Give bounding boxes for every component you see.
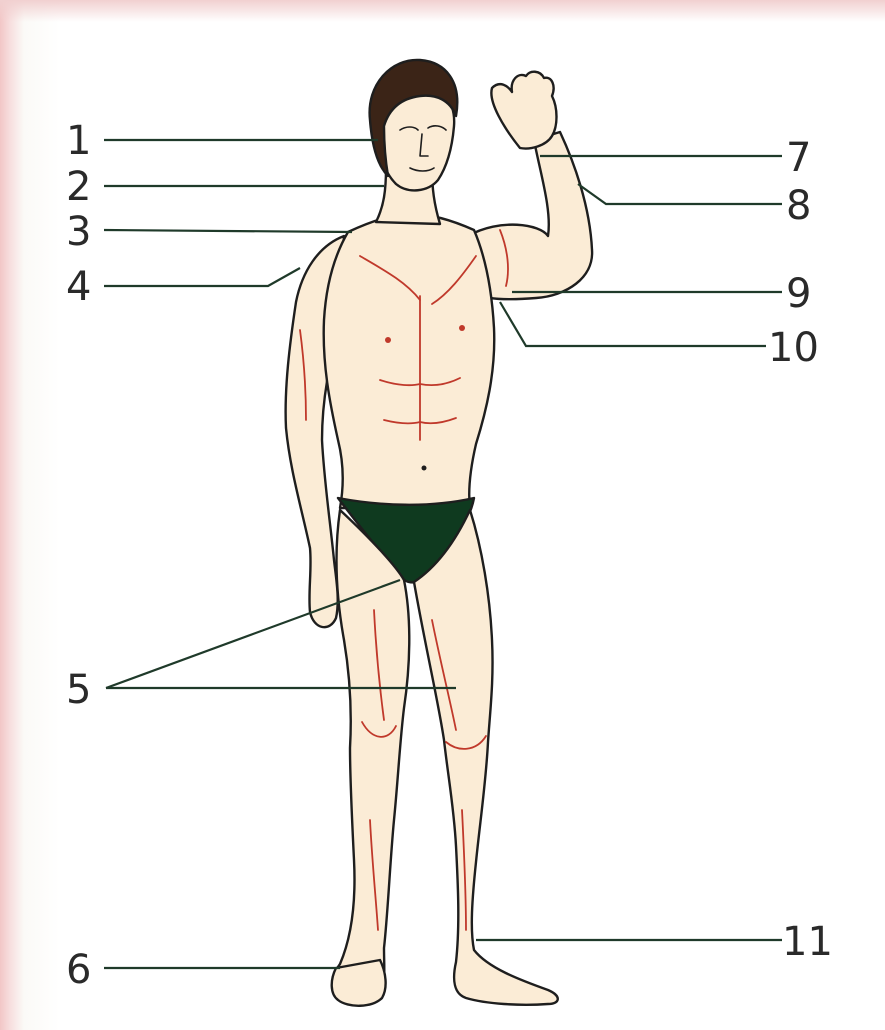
- left-foot: [332, 960, 386, 1006]
- torso: [324, 214, 495, 508]
- label-7: 7: [786, 135, 811, 181]
- label-10: 10: [768, 325, 819, 371]
- leader-line-8: [578, 184, 782, 204]
- label-3: 3: [66, 209, 91, 255]
- label-9: 9: [786, 271, 811, 317]
- leader-line-3: [104, 230, 352, 232]
- label-2: 2: [66, 164, 91, 210]
- raised-fist: [491, 72, 556, 149]
- leader-line-10: [500, 302, 766, 346]
- label-4: 4: [66, 264, 91, 310]
- label-1: 1: [66, 118, 91, 164]
- human-figure: [286, 60, 592, 1006]
- label-5: 5: [66, 667, 91, 713]
- label-8: 8: [786, 183, 811, 229]
- leader-line-4: [104, 268, 300, 286]
- label-6: 6: [66, 947, 91, 993]
- right-leg: [414, 510, 558, 1005]
- label-11: 11: [782, 919, 833, 965]
- left-leg: [334, 510, 410, 1004]
